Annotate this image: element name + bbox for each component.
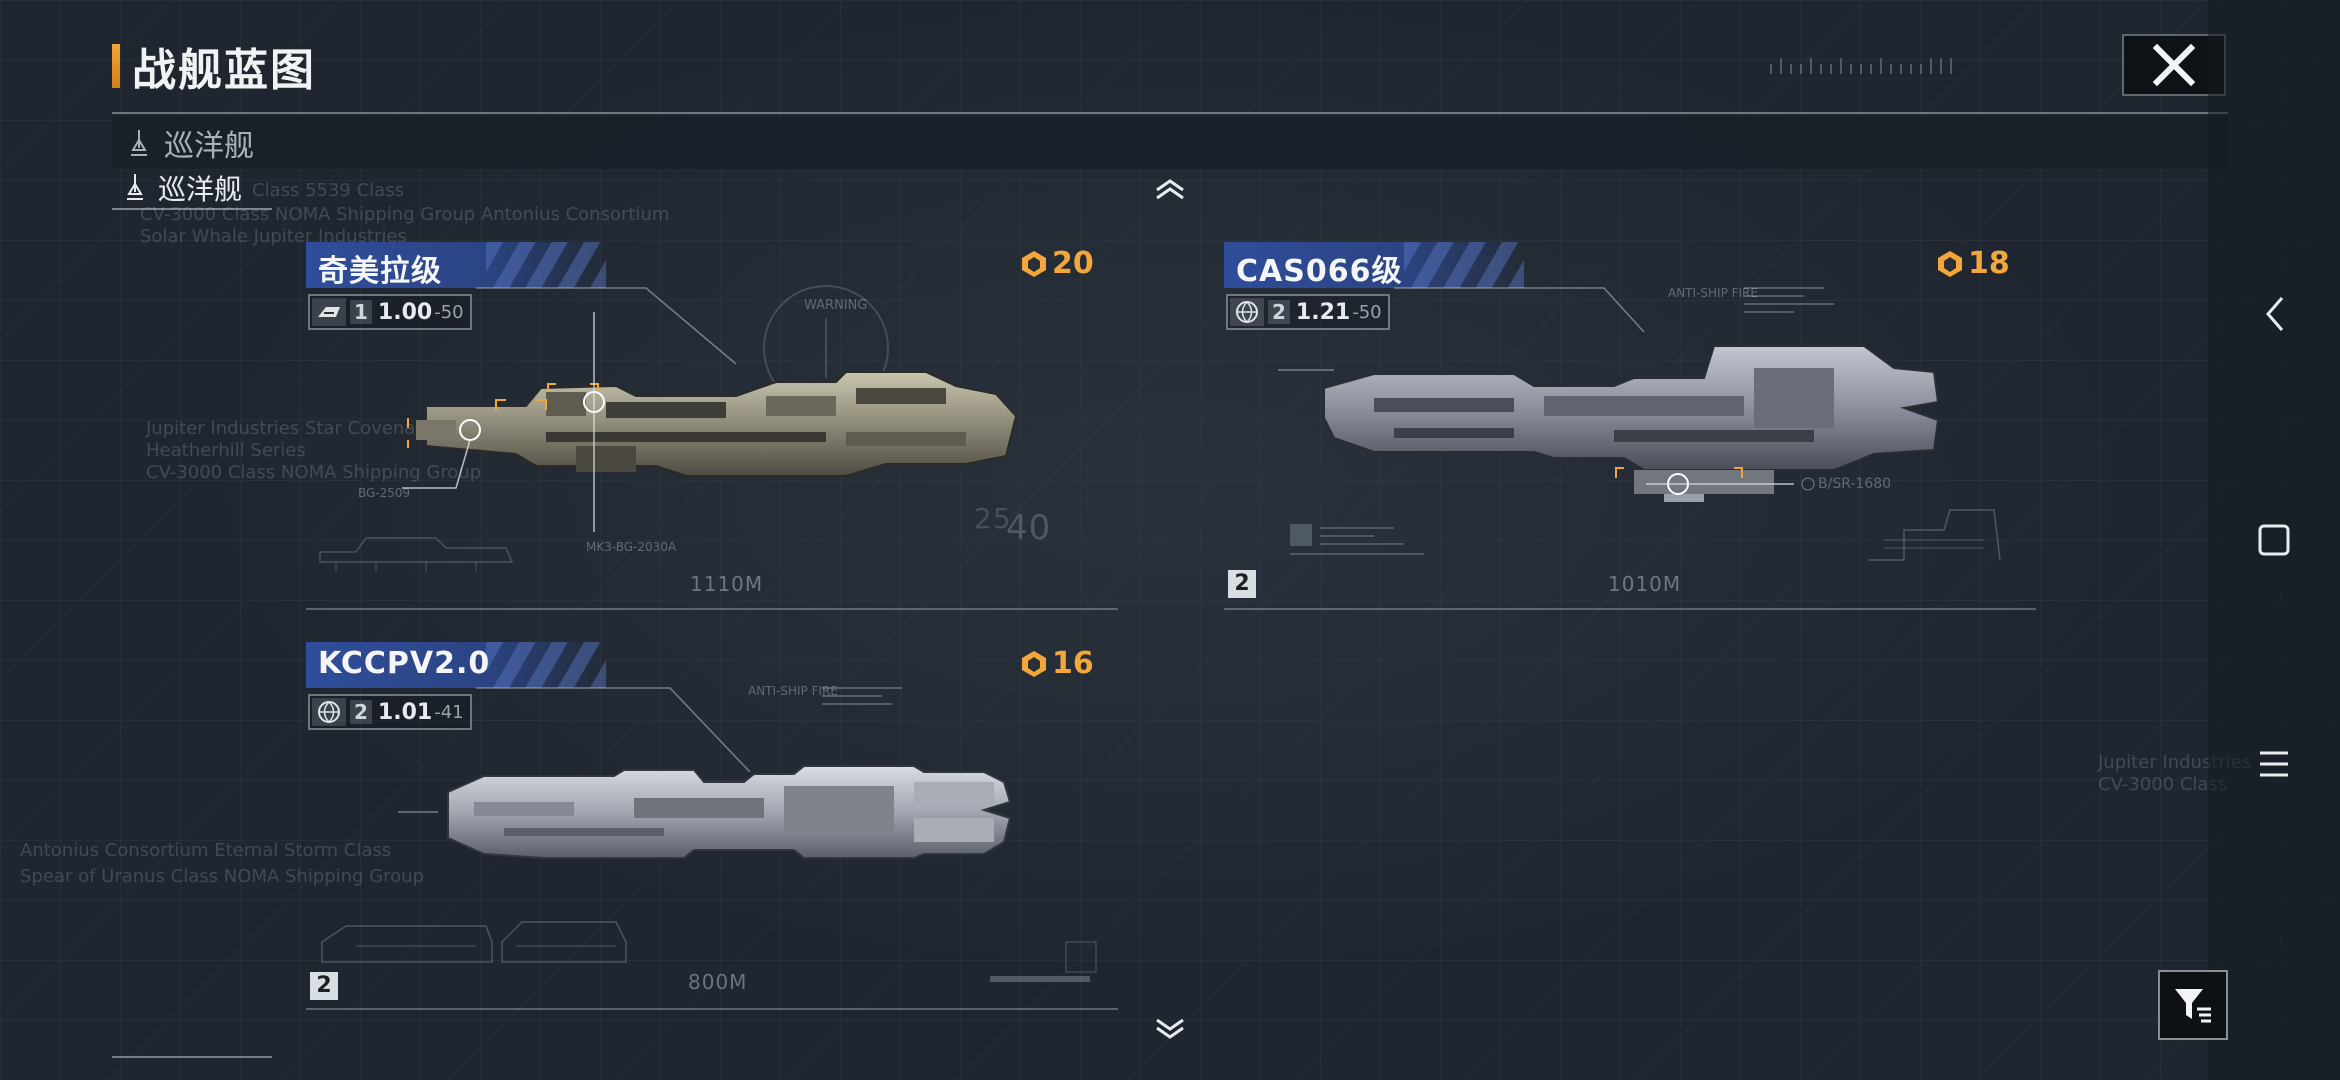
cost-emblem-icon <box>1022 250 1046 277</box>
spec-diagram <box>1290 524 1424 555</box>
profile-diagram <box>1868 509 2001 561</box>
annotation-label: MK3-BG-2030A <box>586 540 677 554</box>
close-icon <box>2152 43 2196 87</box>
bg-text: CV-3000 Class NOMA Shipping Group Antoni… <box>140 204 670 225</box>
ship-card[interactable]: CAS066级 18 2 1.21 -50 ANTI-SHIP FIRE <box>1224 242 2036 622</box>
bg-text: Spear of Uranus Class NOMA Shipping Grou… <box>20 866 424 887</box>
callout-lines <box>402 287 737 532</box>
page-title: 战舰蓝图 <box>132 45 316 96</box>
bg-text: Class 5539 Class <box>252 180 404 201</box>
category-dropdown-label: 巡洋舰 <box>164 128 254 164</box>
ship-blueprint-image[interactable] <box>406 336 1056 506</box>
annotation-label: ANTI-SHIP FIRE <box>1668 286 1758 300</box>
ship-stat-box: 2 1.01 -41 <box>308 694 472 730</box>
home-icon <box>2258 524 2290 556</box>
scroll-up-icon[interactable] <box>1154 178 1186 200</box>
bg-text: CV-3000 Class <box>2098 774 2228 795</box>
ship-stat-value: 1.21 <box>1295 299 1351 325</box>
underside-diagram <box>321 921 627 963</box>
ship-type-icon <box>312 298 346 326</box>
bg-text: CV-3000 Class NOMA Shipping Group <box>146 462 482 483</box>
card-header: 奇美拉级 <box>306 242 606 289</box>
ship-stat-sub: -50 <box>434 301 464 323</box>
bg-text: Heatherhill Series <box>146 440 306 461</box>
ship-cost: 16 <box>1020 646 1094 681</box>
ship-cost-value: 16 <box>1052 646 1094 681</box>
category-underline <box>112 208 272 210</box>
decorative-ticks <box>1770 58 1952 74</box>
warning-label: WARNING <box>804 298 868 313</box>
system-navigation-bar <box>2208 0 2340 1080</box>
category-dropdown[interactable]: 巡洋舰 <box>112 116 2228 170</box>
title-accent <box>112 44 120 88</box>
ship-name: KCCPV2.0 <box>318 646 491 681</box>
warning-reticle <box>763 285 889 398</box>
card-header: KCCPV2.0 <box>306 642 606 688</box>
title-divider <box>112 112 2228 114</box>
rank-badge: 2 <box>310 972 338 1000</box>
bg-text: Antonius Consortium Eternal Storm Class <box>20 840 392 861</box>
recent-apps-button[interactable] <box>2234 734 2314 794</box>
back-icon <box>2266 297 2284 331</box>
category-selected-item[interactable]: 巡洋舰 <box>112 166 292 210</box>
cost-emblem-icon <box>1022 650 1046 677</box>
ship-cost: 20 <box>1020 246 1094 281</box>
ship-length: 800M <box>688 970 748 994</box>
ship-stat-box: 2 1.21 -50 <box>1226 294 1390 330</box>
ship-length: 1110M <box>690 572 764 596</box>
ship-stat-value: 1.00 <box>377 299 433 325</box>
ship-stat-box: 1 1.00 -50 <box>308 294 472 330</box>
ship-tier: 2 <box>350 700 372 724</box>
scroll-down-icon[interactable] <box>1154 1018 1186 1040</box>
card-header: CAS066级 <box>1224 242 1524 289</box>
callout-lines <box>1278 287 1815 491</box>
spec-diagram <box>990 941 1097 982</box>
ship-stat-sub: -50 <box>1352 301 1382 323</box>
annotation-label: ANTI-SHIP FIRE <box>748 684 838 698</box>
ship-name: CAS066级 <box>1236 254 1403 289</box>
category-selected-label: 巡洋舰 <box>158 173 243 206</box>
length-ruler <box>306 1008 1118 1010</box>
length-ruler <box>306 608 1118 610</box>
ship-card[interactable]: KCCPV2.0 16 2 1.01 -41 ANTI-SHIP FIRE <box>306 642 1118 1022</box>
cruiser-icon <box>127 174 143 200</box>
annotation-label: BG-2509 <box>358 486 411 500</box>
cost-emblem-icon <box>1938 250 1962 277</box>
page-title-bar: 战舰蓝图 <box>112 42 316 96</box>
annotation-lines <box>822 687 902 705</box>
back-button[interactable] <box>2234 284 2314 344</box>
ship-card[interactable]: 奇美拉级 20 1 1.00 -50 WARNING <box>306 242 1118 622</box>
length-ruler <box>1224 608 2036 610</box>
ship-cost-value: 20 <box>1052 246 1094 281</box>
ship-stat-sub: -41 <box>434 701 464 723</box>
ship-cost-value: 18 <box>1968 246 2010 281</box>
menu-icon <box>2260 751 2288 777</box>
bottom-divider <box>112 1056 272 1058</box>
ship-tier: 2 <box>1268 300 1290 324</box>
annotation-lines <box>1744 287 1834 313</box>
home-button[interactable] <box>2234 510 2314 570</box>
globe-icon <box>1230 298 1264 326</box>
bg-text: Jupiter Industries Star Covenant <box>146 418 434 439</box>
ship-blueprint-image[interactable] <box>1314 338 1954 518</box>
cruiser-icon <box>131 130 147 156</box>
ship-blueprint-image[interactable] <box>444 762 1024 872</box>
bg-text: Solar Whale Jupiter Industries <box>140 226 407 247</box>
callout-lines <box>398 687 751 813</box>
filter-button[interactable] <box>2158 970 2228 1040</box>
ship-length: 1010M <box>1608 572 1682 596</box>
rank-badge: 2 <box>1228 570 1256 598</box>
globe-icon <box>312 698 346 726</box>
annotation-label: B/SR-1680 <box>1818 476 1892 492</box>
filter-icon <box>2175 989 2211 1023</box>
underside-diagram <box>319 537 514 572</box>
annotation-number: 25 <box>974 502 1012 535</box>
ship-stat-value: 1.01 <box>377 699 433 725</box>
annotation-number: 40 <box>1006 508 1052 548</box>
ship-cost: 18 <box>1936 246 2010 281</box>
ship-tier: 1 <box>350 300 372 324</box>
ship-name: 奇美拉级 <box>318 254 442 289</box>
